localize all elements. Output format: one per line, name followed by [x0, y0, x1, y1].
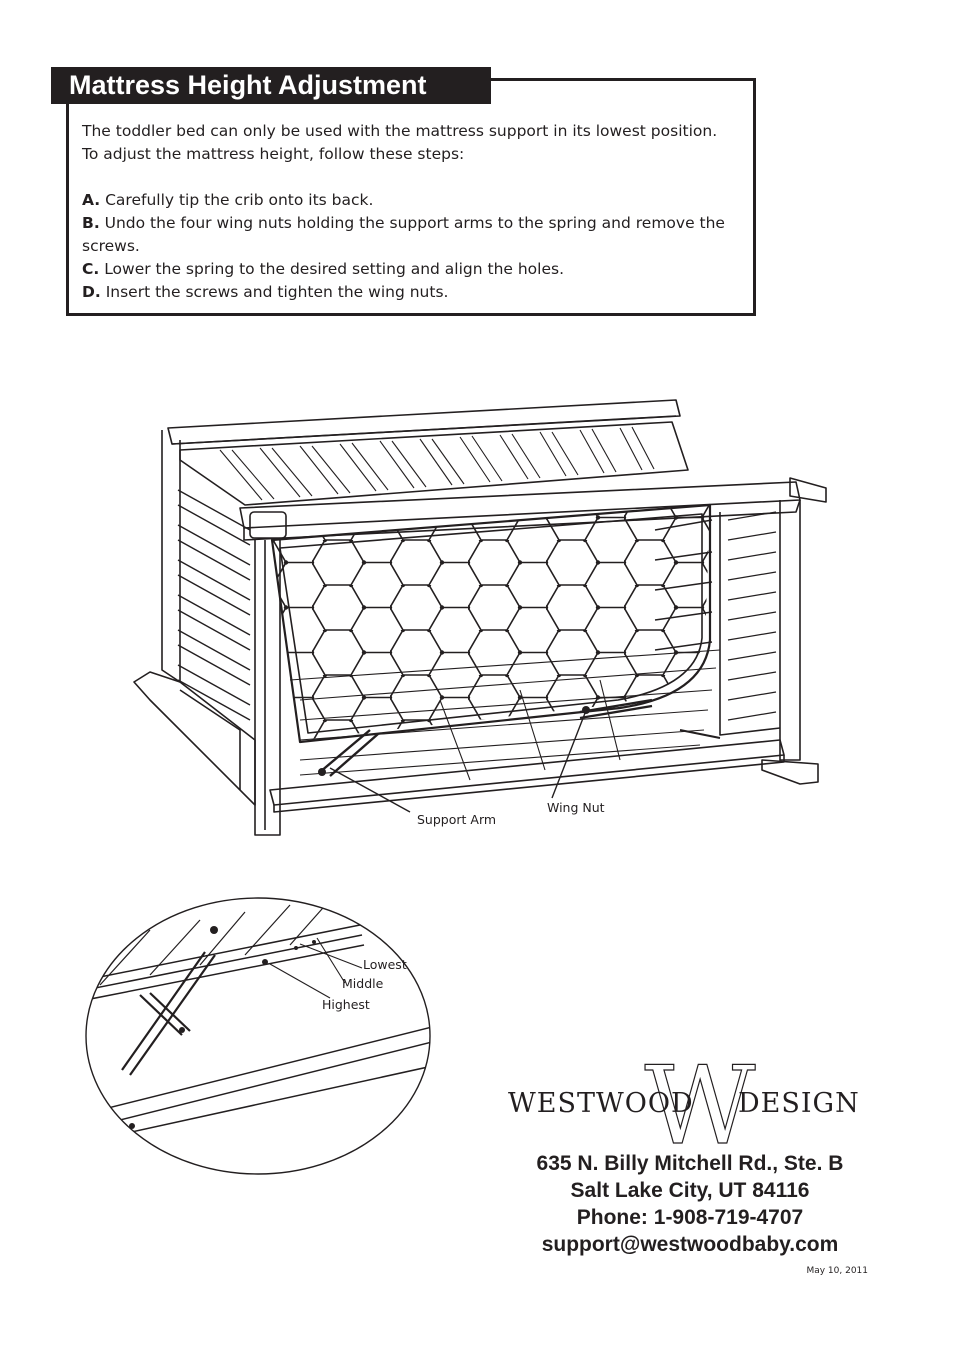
intro-line-2: To adjust the mattress height, follow th… [82, 145, 465, 163]
logo-wordmark-right: DESIGN [738, 1088, 860, 1119]
support-email: support@westwoodbaby.com [541, 1233, 839, 1256]
step-letter: D. [82, 283, 101, 301]
address-line-2: Salt Lake City, UT 84116 [570, 1179, 810, 1202]
step-c: C. Lower the spring to the desired setti… [82, 258, 742, 281]
intro-line-1: The toddler bed can only be used with th… [82, 122, 718, 140]
highest-label: Highest [322, 997, 370, 1012]
detail-circle [85, 897, 431, 1175]
middle-label: Middle [342, 976, 384, 991]
step-d: D. Insert the screws and tighten the win… [82, 281, 742, 304]
instructions-text: The toddler bed can only be used with th… [82, 120, 742, 304]
step-letter: B. [82, 214, 100, 232]
step-letter: A. [82, 191, 101, 209]
document-date: May 10, 2011 [806, 1266, 868, 1276]
step-text: Carefully tip the crib onto its back. [100, 191, 374, 209]
step-b: B. Undo the four wing nuts holding the s… [82, 212, 742, 258]
phone-number: Phone: 1-908-719-4707 [576, 1206, 804, 1229]
lowest-label: Lowest [363, 957, 407, 972]
step-text: Undo the four wing nuts holding the supp… [82, 214, 725, 255]
step-text: Insert the screws and tighten the wing n… [100, 283, 449, 301]
contact-block: 635 N. Billy Mitchell Rd., Ste. B Salt L… [480, 1150, 900, 1258]
address-line-1: 635 N. Billy Mitchell Rd., Ste. B [536, 1152, 844, 1175]
page-title: Mattress Height Adjustment [51, 67, 491, 104]
step-letter: C. [82, 260, 100, 278]
step-a: A. Carefully tip the crib onto its back. [82, 189, 742, 212]
step-text: Lower the spring to the desired setting … [99, 260, 565, 278]
logo-wordmark-left: WESTWOOD [508, 1088, 694, 1119]
wing-nut-label: Wing Nut [547, 800, 605, 815]
support-arm-label: Support Arm [417, 812, 497, 827]
logo-monogram: W [644, 1044, 755, 1169]
